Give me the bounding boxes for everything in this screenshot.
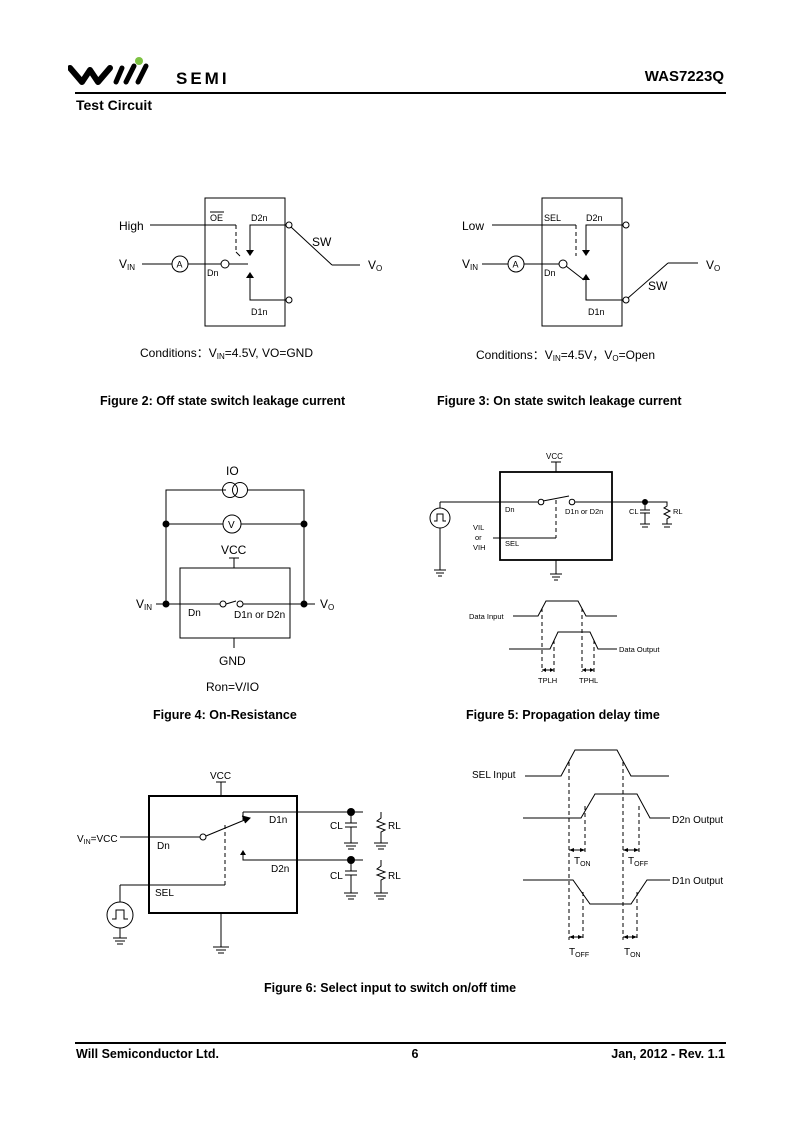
- label-cl: CL: [629, 507, 639, 516]
- page-number: 6: [411, 1047, 419, 1061]
- label-vcc: VCC: [546, 452, 563, 461]
- figure-6-timing: SEL Input D2n Output D1n Output TON TOFF…: [472, 749, 723, 959]
- header-rule: [75, 92, 726, 94]
- label-d2n-output: D2n Output: [672, 815, 723, 826]
- figure-6-circuit: VCC VIN=VCC Dn D1n D2n SEL CL RL CL RL: [77, 771, 401, 954]
- figure-3-diagram: Low SEL D2n VIN A Dn D1n SW VO Condition…: [462, 197, 720, 363]
- label-t-off-d2n: TOFF: [628, 856, 648, 868]
- label-dn: Dn: [207, 268, 219, 278]
- label-gnd: GND: [219, 654, 246, 668]
- label-rl: RL: [673, 507, 683, 516]
- label-vin-vcc: VIN=VCC: [77, 834, 118, 846]
- label-vcc: VCC: [210, 771, 231, 782]
- label-sel: SEL: [544, 213, 561, 223]
- label-d1n: D1n: [588, 307, 605, 317]
- label-high: High: [119, 219, 144, 233]
- label-data-output: Data Output: [619, 645, 660, 654]
- figure-3-caption: Figure 3: On state switch leakage curren…: [437, 394, 682, 408]
- label-dn: Dn: [505, 505, 515, 514]
- figure-6-caption: Figure 6: Select input to switch on/off …: [264, 981, 517, 995]
- part-number: WAS7223Q: [644, 68, 724, 85]
- figure-5-diagram: VCC Dn D1n or D2n SEL VIL or VIH CL RL D…: [429, 452, 683, 685]
- label-cl-2: CL: [330, 871, 343, 882]
- label-d2n: D2n: [271, 864, 289, 875]
- label-vo: VO: [320, 597, 334, 612]
- footer-rule: [75, 1042, 726, 1044]
- pulse-source-icon: [429, 507, 451, 529]
- figure-5-caption: Figure 5: Propagation delay time: [466, 708, 660, 722]
- label-tplh: TPLH: [538, 676, 557, 685]
- label-sw: SW: [648, 279, 668, 293]
- label-d2n: D2n: [251, 213, 268, 223]
- current-source-icon: [222, 482, 238, 498]
- svg-text:A: A: [177, 260, 183, 270]
- label-cl-1: CL: [330, 821, 343, 832]
- formula: Ron=V/IO: [206, 680, 259, 694]
- figure-4-diagram: IO V VCC VIN VO Dn D1n or D2n GND Ron=V/…: [136, 464, 334, 694]
- label-d1n: D1n: [251, 307, 268, 317]
- label-sel-input: SEL Input: [472, 770, 516, 781]
- label-sel: SEL: [155, 888, 174, 899]
- figure-4-caption: Figure 4: On-Resistance: [153, 708, 297, 722]
- label-dn: Dn: [157, 841, 170, 852]
- label-vil: VIL: [473, 523, 484, 532]
- label-rl-2: RL: [388, 871, 401, 882]
- label-low: Low: [462, 219, 484, 233]
- label-sel: SEL: [505, 539, 519, 548]
- conditions-fig2: Conditions：VIN=4.5V, VO=GND: [140, 346, 313, 361]
- label-tphl: TPHL: [579, 676, 598, 685]
- label-rl-1: RL: [388, 821, 401, 832]
- label-sw: SW: [312, 235, 332, 249]
- label-dn: Dn: [188, 608, 201, 619]
- conditions-fig3: Conditions：VIN=4.5V，VO=Open: [476, 348, 655, 363]
- label-vcc: VCC: [221, 543, 247, 557]
- label-vin: VIN: [136, 597, 152, 612]
- svg-text:V: V: [228, 520, 235, 531]
- logo-mark-icon: SEMI: [67, 57, 230, 88]
- label-d1n-or-d2n: D1n or D2n: [565, 507, 603, 516]
- figure-2-caption: Figure 2: Off state switch leakage curre…: [100, 394, 346, 408]
- logo-text: SEMI: [176, 69, 230, 88]
- label-or: or: [475, 533, 482, 542]
- figure-2-diagram: High OE D2n VIN A Dn D1n SW VO Condition…: [119, 197, 382, 361]
- company-logo: SEMI: [67, 56, 258, 88]
- label-t-off-d1n: TOFF: [569, 947, 589, 959]
- label-oe: OE: [210, 213, 223, 223]
- footer-date-rev: Jan, 2012 - Rev. 1.1: [611, 1047, 725, 1061]
- label-vin: VIN: [119, 257, 135, 272]
- label-vo: VO: [368, 258, 382, 273]
- label-dn: Dn: [544, 268, 556, 278]
- label-vin: VIN: [462, 257, 478, 272]
- label-vih: VIH: [473, 543, 486, 552]
- label-data-input: Data Input: [469, 612, 505, 621]
- label-d1n: D1n: [269, 815, 287, 826]
- footer-company: Will Semiconductor Ltd.: [76, 1047, 219, 1061]
- svg-text:A: A: [513, 260, 519, 270]
- label-t-on-d1n: TON: [624, 947, 641, 959]
- label-d1n-output: D1n Output: [672, 876, 723, 887]
- label-t-on-d2n: TON: [574, 856, 591, 868]
- label-d1n-or-d2n: D1n or D2n: [234, 610, 285, 621]
- label-d2n: D2n: [586, 213, 603, 223]
- pulse-source-icon: [106, 901, 134, 929]
- label-io: IO: [226, 464, 239, 478]
- section-title: Test Circuit: [76, 97, 152, 113]
- label-vo: VO: [706, 258, 720, 273]
